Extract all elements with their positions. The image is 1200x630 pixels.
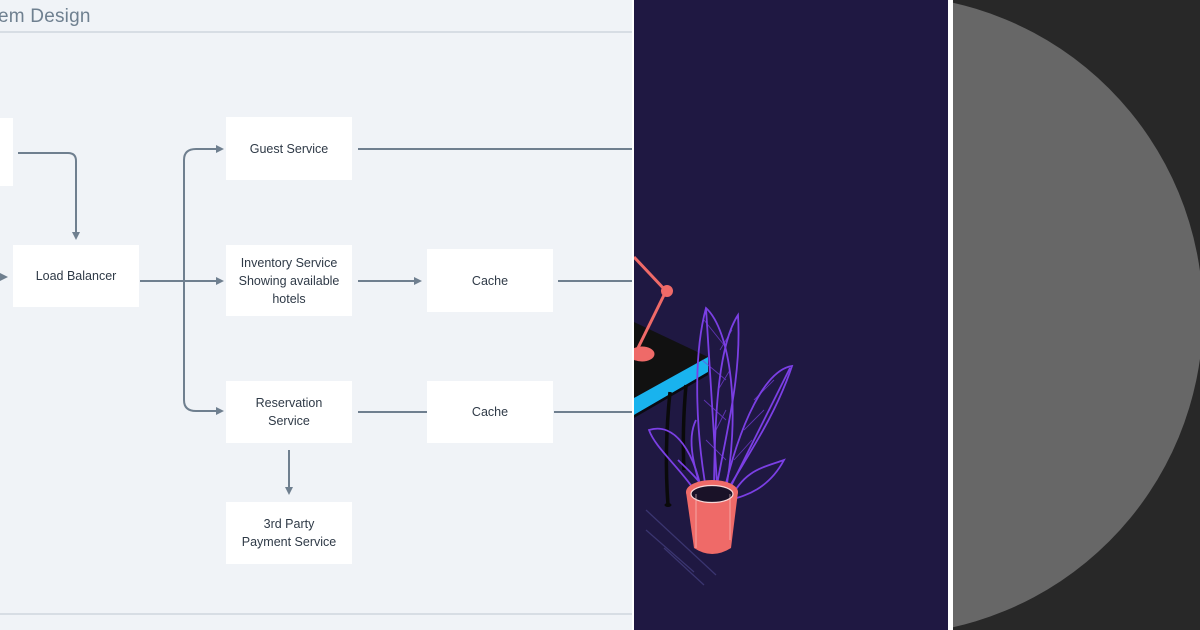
guest-service-node: Guest Service [226, 117, 352, 180]
connector-bus-to-guest-service [183, 145, 224, 281]
cache-node-top: Cache [427, 249, 553, 312]
payment-service-node: 3rd Party Payment Service [226, 502, 352, 564]
load-balancer-node: Load Balancer [13, 245, 139, 307]
isometric-illustration [634, 255, 794, 586]
reservation-service-node: Reservation Service [226, 381, 352, 443]
plant-leaves-icon [647, 306, 794, 506]
client-node [0, 118, 13, 186]
circle-graphic [953, 2, 1200, 628]
panel-divider-right [948, 0, 953, 630]
illustration-panel [634, 0, 948, 630]
title-underline [0, 31, 632, 33]
plant-pot-icon [686, 480, 738, 554]
desk-icon [634, 322, 708, 507]
connector-client-to-load-balancer [18, 152, 80, 240]
cache-node-bottom: Cache [427, 381, 553, 443]
connector-bus-to-reservation-service [183, 281, 224, 415]
inventory-service-node: Inventory Service Showing available hote… [226, 245, 352, 316]
grey-circle-icon [953, 2, 1200, 628]
system-design-diagram: em Design [0, 0, 632, 630]
connector-lines [0, 145, 632, 495]
bottom-rule [0, 613, 632, 615]
desk-lamp-icon [634, 255, 673, 362]
panel-divider-left [632, 0, 634, 630]
diagram-title: em Design [0, 6, 91, 27]
circle-panel [953, 0, 1200, 630]
floor-lines-icon [645, 509, 717, 586]
plant-veins-icon [701, 319, 775, 461]
